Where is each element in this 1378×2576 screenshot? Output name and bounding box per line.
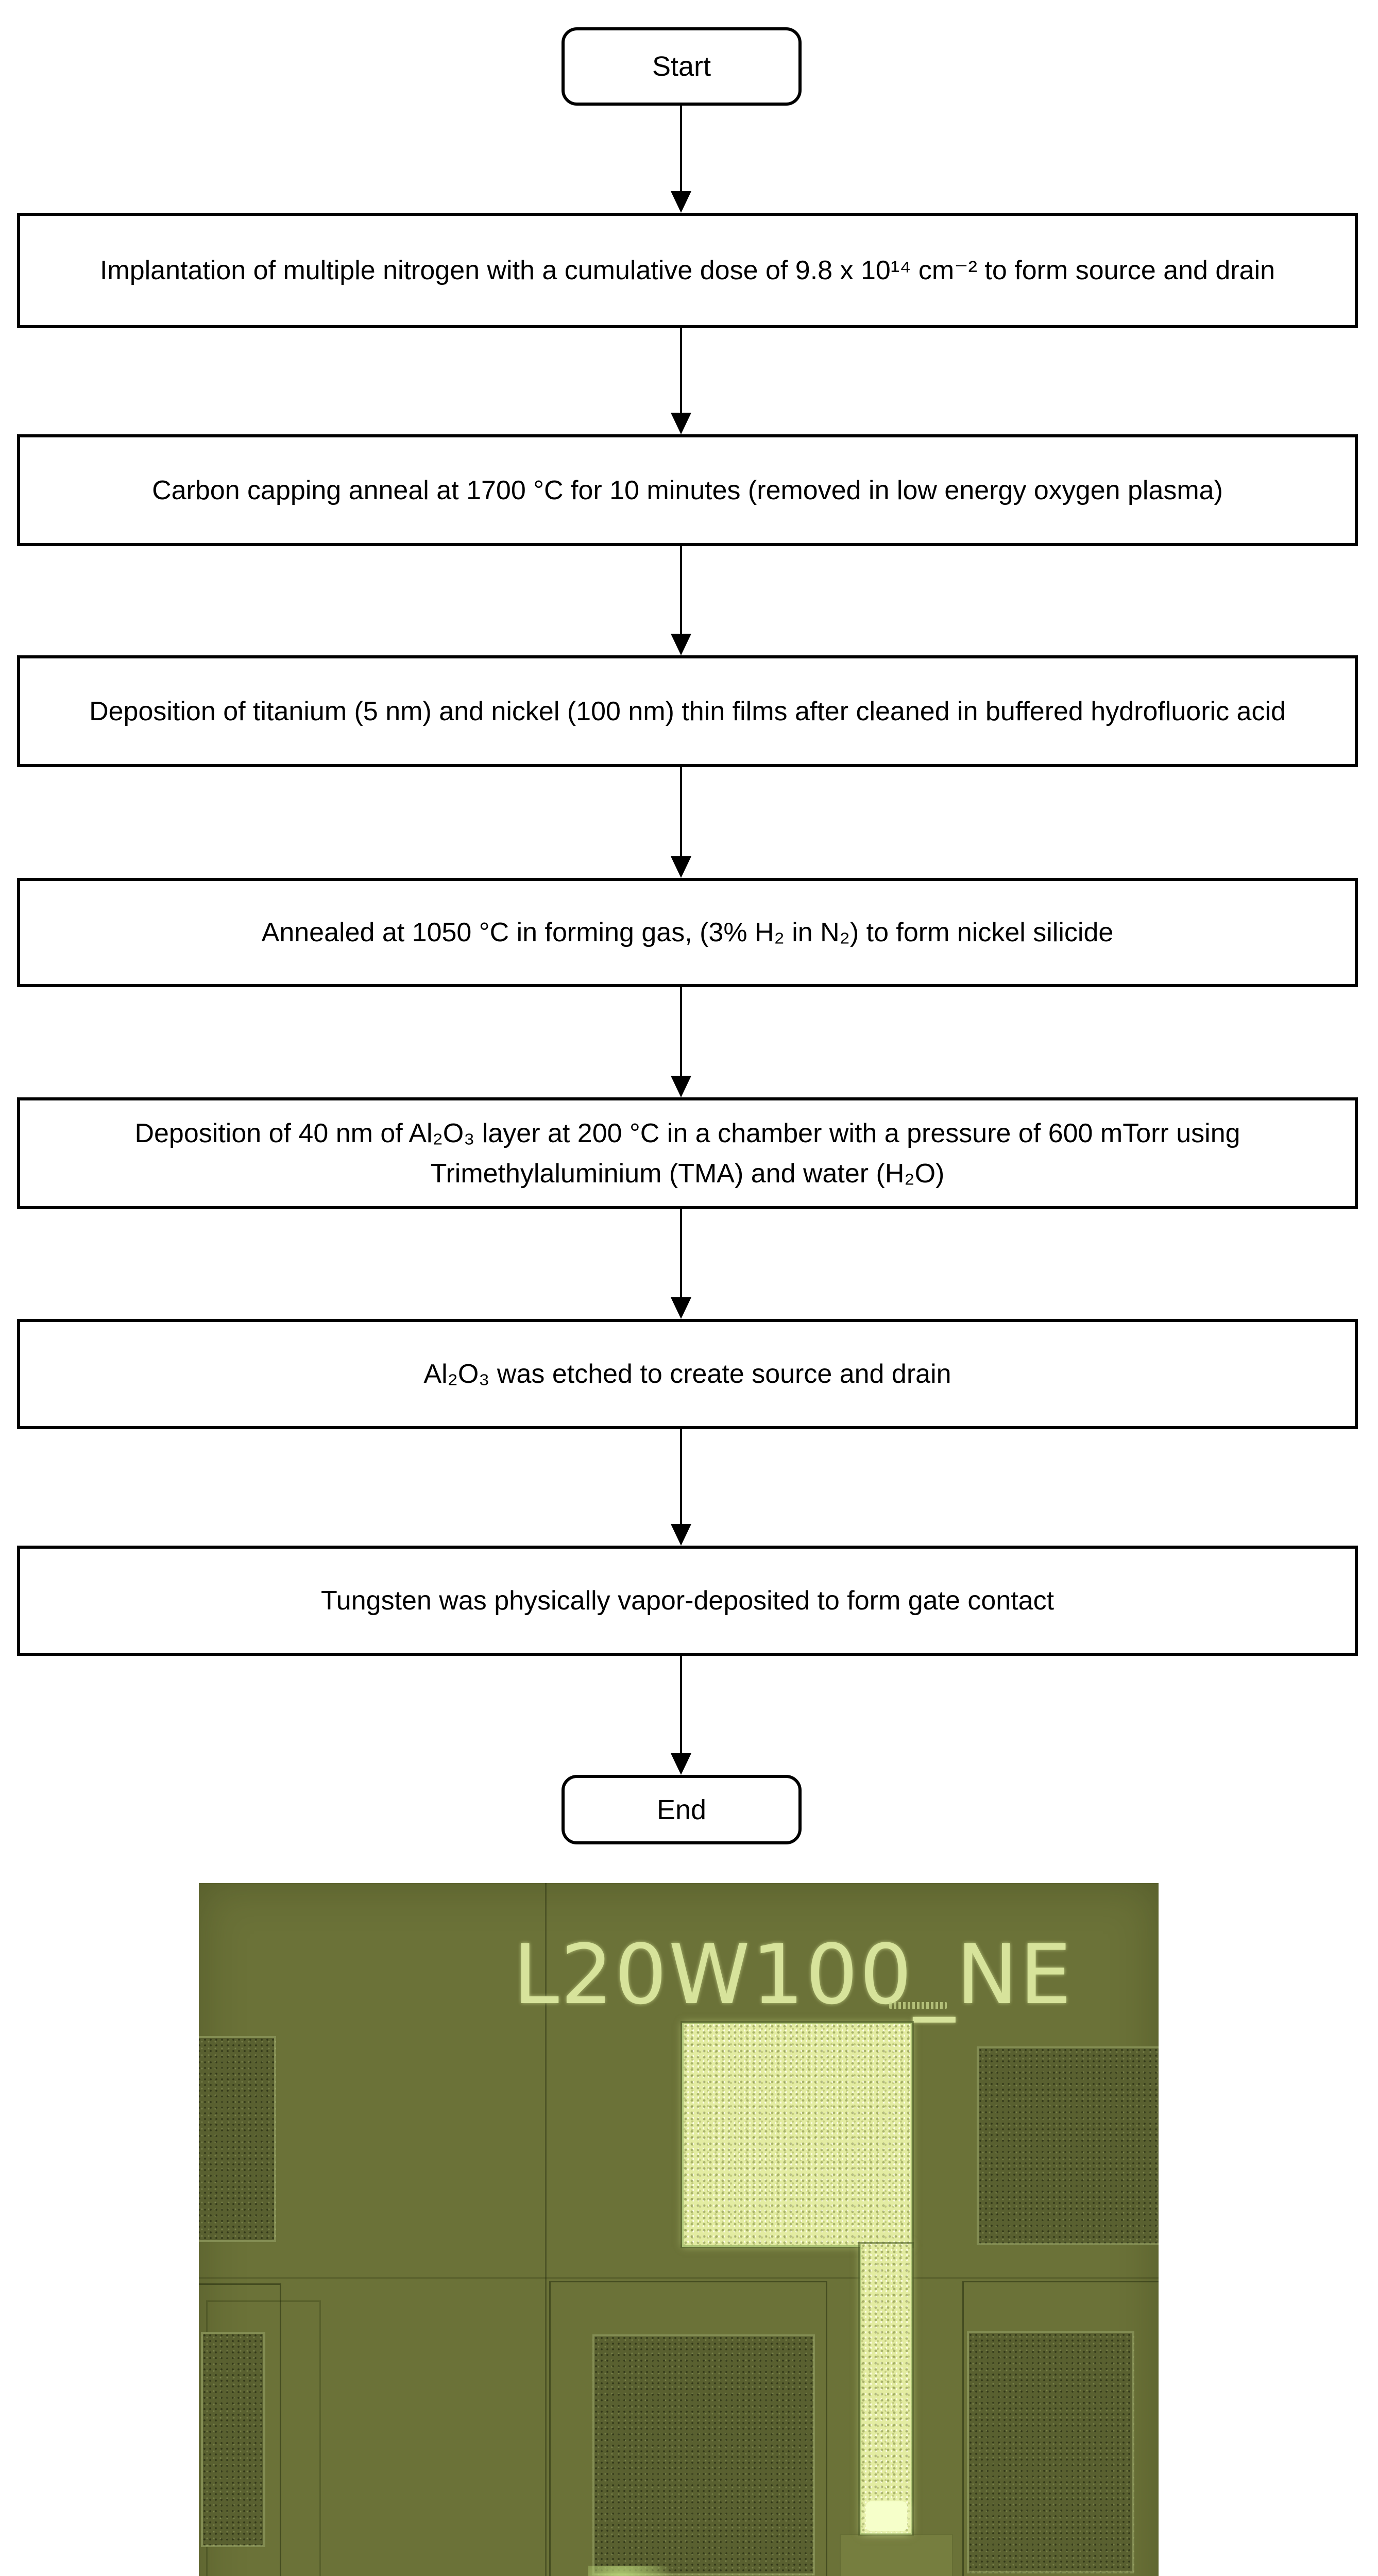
arrow-shaft bbox=[680, 1429, 682, 1525]
bottom-center-pad-outline bbox=[549, 2281, 827, 2576]
arrow-head-icon bbox=[671, 856, 691, 878]
flow-arrow-7 bbox=[671, 1429, 691, 1546]
source-pad-left bbox=[199, 2036, 276, 2242]
arrow-head-icon bbox=[671, 634, 691, 655]
wafer-scribe-line bbox=[545, 1883, 547, 2576]
arrow-shaft bbox=[680, 546, 682, 635]
arrow-shaft bbox=[680, 1209, 682, 1298]
flow-node-end: End bbox=[562, 1775, 802, 1844]
flow-step-label: Annealed at 1050 °C in forming gas, (3% … bbox=[261, 918, 1114, 947]
gate-finger-highlight bbox=[866, 2501, 907, 2531]
arrow-shaft bbox=[680, 767, 682, 857]
flow-arrow-6 bbox=[671, 1209, 691, 1319]
flow-step-implantation: Implantation of multiple nitrogen with a… bbox=[17, 213, 1358, 328]
bottom-right-pad bbox=[967, 2331, 1134, 2573]
micro-text bbox=[889, 2002, 947, 2009]
bottom-right-pad-outline bbox=[962, 2281, 1159, 2576]
flow-node-start-label: Start bbox=[652, 51, 711, 82]
drain-pad-right bbox=[977, 2046, 1159, 2245]
flow-arrow-2 bbox=[671, 328, 691, 434]
flow-node-end-label: End bbox=[656, 1794, 707, 1825]
flow-step-label: Carbon capping anneal at 1700 °C for 10 … bbox=[152, 475, 1223, 505]
flow-step-label: Deposition of 40 nm of Al₂O₃ layer at 20… bbox=[134, 1118, 1240, 1189]
flow-arrow-8 bbox=[671, 1656, 691, 1775]
arrow-head-icon bbox=[671, 413, 691, 434]
flow-arrow-1 bbox=[671, 106, 691, 213]
arrow-head-icon bbox=[671, 1524, 691, 1546]
arrow-shaft bbox=[680, 328, 682, 414]
field-boundary-line bbox=[199, 2277, 1159, 2279]
flow-step-tungsten-gate: Tungsten was physically vapor-deposited … bbox=[17, 1546, 1358, 1656]
channel-region bbox=[840, 2534, 953, 2576]
arrow-head-icon bbox=[671, 191, 691, 213]
device-micrograph-image: L20W100_NE bbox=[199, 1883, 1159, 2576]
flow-arrow-5 bbox=[671, 987, 691, 1097]
flow-arrow-3 bbox=[671, 546, 691, 655]
arrow-shaft bbox=[680, 106, 682, 192]
bottom-center-pad bbox=[592, 2334, 815, 2575]
gate-finger bbox=[860, 2244, 912, 2535]
flow-step-al2o3-etch: Al₂O₃ was etched to create source and dr… bbox=[17, 1319, 1358, 1429]
flow-step-label: Al₂O₃ was etched to create source and dr… bbox=[423, 1359, 951, 1389]
bottom-center-glow bbox=[588, 2566, 671, 2576]
gate-contact-pad bbox=[682, 2023, 912, 2247]
arrow-head-icon bbox=[671, 1076, 691, 1097]
arrow-shaft bbox=[680, 1656, 682, 1754]
flow-step-label: Tungsten was physically vapor-deposited … bbox=[320, 1586, 1054, 1616]
flow-arrow-4 bbox=[671, 767, 691, 878]
flow-node-start: Start bbox=[562, 27, 802, 106]
arrow-shaft bbox=[680, 987, 682, 1077]
flow-step-label: Implantation of multiple nitrogen with a… bbox=[99, 256, 1275, 285]
flow-step-al2o3-deposition: Deposition of 40 nm of Al₂O₃ layer at 20… bbox=[17, 1097, 1358, 1209]
flow-step-silicide-anneal: Annealed at 1050 °C in forming gas, (3% … bbox=[17, 878, 1358, 987]
bottom-left-pad bbox=[201, 2332, 265, 2547]
flow-step-ti-ni-deposition: Deposition of titanium (5 nm) and nickel… bbox=[17, 655, 1358, 767]
arrow-head-icon bbox=[671, 1753, 691, 1775]
flow-step-carbon-capping-anneal: Carbon capping anneal at 1700 °C for 10 … bbox=[17, 434, 1358, 546]
device-label: L20W100_NE bbox=[513, 1926, 1074, 2023]
flow-step-label: Deposition of titanium (5 nm) and nickel… bbox=[89, 696, 1286, 726]
arrow-head-icon bbox=[671, 1297, 691, 1319]
bottom-left-pad-outline bbox=[199, 2283, 281, 2576]
